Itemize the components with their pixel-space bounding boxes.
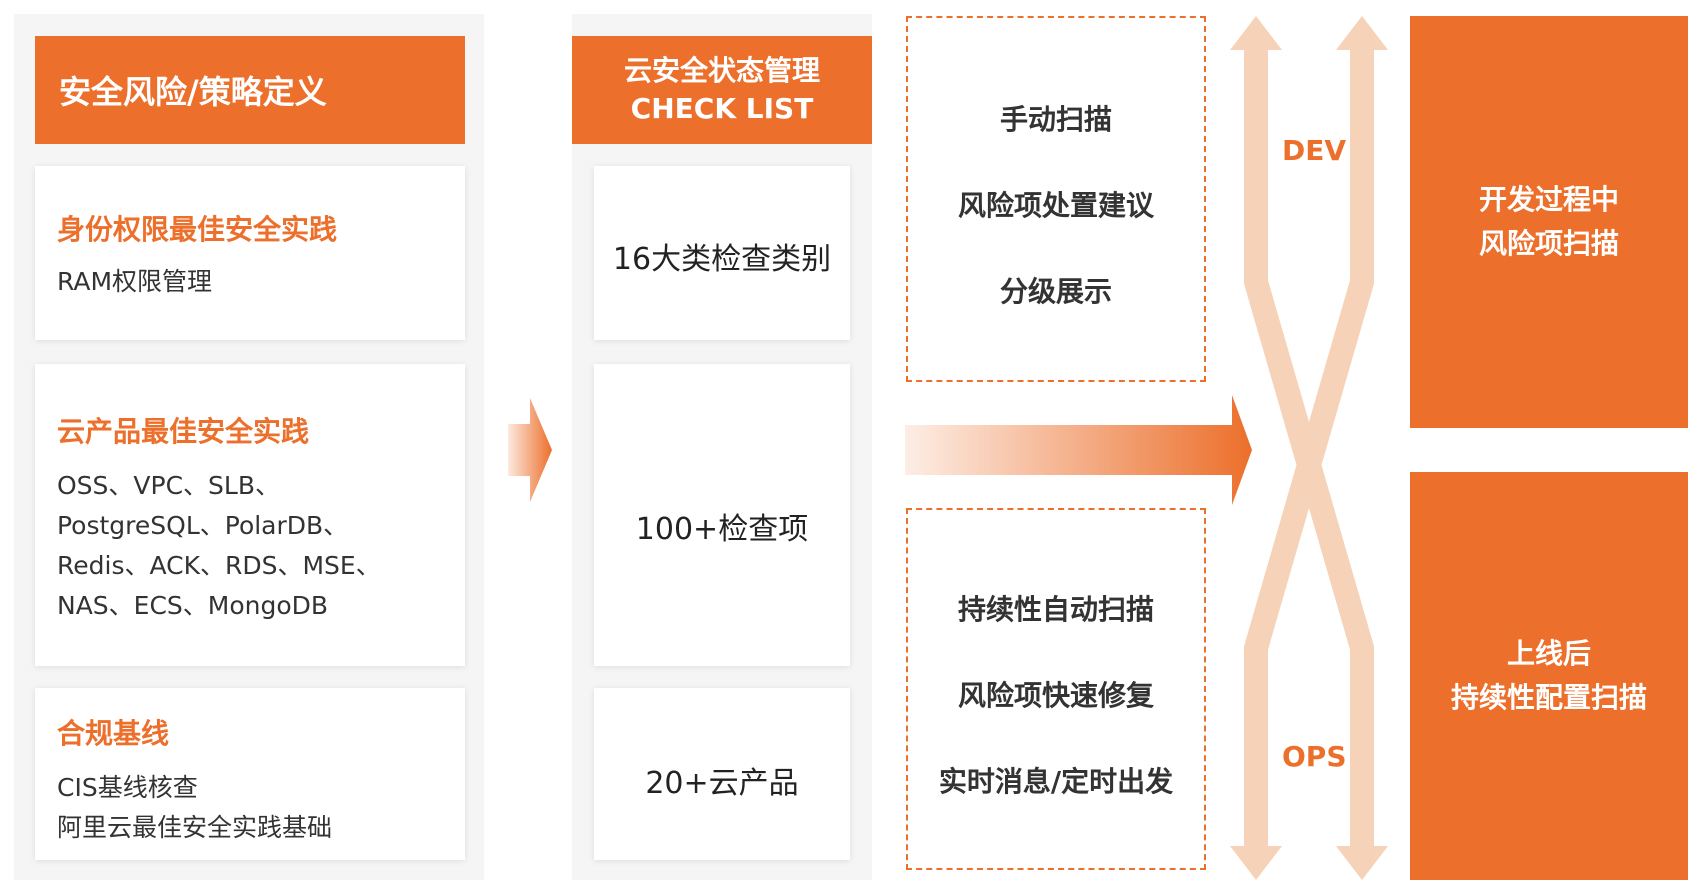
ops-up-arrowhead — [1336, 16, 1388, 50]
middle-panel-header: 云安全状态管理 CHECK LIST — [572, 36, 872, 144]
dev-up-arrowhead — [1230, 16, 1282, 50]
ops-down-arrowhead — [1230, 846, 1282, 880]
ops-feature-item: 持续性自动扫描 — [957, 593, 1154, 626]
cloud-product-card-title: 云产品最佳安全实践 — [57, 415, 310, 448]
cloud-product-card-line: PostgreSQL、PolarDB、 — [57, 511, 349, 540]
middle-panel-header-subtitle: CHECK LIST — [630, 92, 814, 125]
cloud-product-card: 云产品最佳安全实践 OSS、VPC、SLB、 PostgreSQL、PolarD… — [35, 364, 465, 666]
check-categories-card: 16大类检查类别 — [594, 166, 850, 340]
compliance-card-title: 合规基线 — [57, 717, 170, 750]
middle-panel-header-title: 云安全状态管理 — [623, 54, 820, 87]
cloud-product-card-line: Redis、ACK、RDS、MSE、 — [57, 551, 381, 580]
left-panel-header-label: 安全风险/策略定义 — [59, 73, 327, 111]
left-to-middle-arrow — [508, 398, 552, 502]
check-items-text: 100+检查项 — [635, 512, 809, 547]
identity-card: 身份权限最佳安全实践 RAM权限管理 — [35, 166, 465, 340]
cloud-product-card-line: NAS、ECS、MongoDB — [57, 591, 329, 620]
dev-feature-item: 分级展示 — [999, 275, 1112, 308]
dev-feature-item: 手动扫描 — [999, 103, 1112, 136]
ops-stage-line2: 持续性配置扫描 — [1450, 681, 1647, 714]
ops-feature-item: 风险项快速修复 — [957, 679, 1154, 712]
ops-label: OPS — [1282, 740, 1347, 773]
check-categories-text: 16大类检查类别 — [612, 242, 832, 277]
dev-stage-box: 开发过程中 风险项扫描 — [1410, 16, 1688, 428]
compliance-card: 合规基线 CIS基线核查 阿里云最佳安全实践基础 — [35, 688, 465, 860]
ops-stage-box: 上线后 持续性配置扫描 — [1410, 472, 1688, 880]
dev-feature-item: 风险项处置建议 — [957, 189, 1154, 222]
identity-card-title: 身份权限最佳安全实践 — [57, 213, 338, 246]
middle-to-flow-arrow — [905, 395, 1252, 505]
dev-label: DEV — [1282, 134, 1347, 167]
ops-stage-line1: 上线后 — [1506, 637, 1591, 670]
dev-down-arrowhead — [1336, 846, 1388, 880]
cloud-product-card-line: OSS、VPC、SLB、 — [57, 471, 280, 500]
ops-flow-line — [1244, 46, 1374, 850]
ops-features-box: 持续性自动扫描 风险项快速修复 实时消息/定时出发 — [906, 508, 1206, 870]
left-panel-header: 安全风险/策略定义 — [35, 36, 465, 144]
identity-card-line: RAM权限管理 — [57, 267, 213, 296]
cloud-products-count-text: 20+云产品 — [645, 766, 799, 801]
cloud-products-count-card: 20+云产品 — [594, 688, 850, 860]
dev-stage-line2: 风险项扫描 — [1478, 227, 1619, 260]
dev-features-box: 手动扫描 风险项处置建议 分级展示 — [906, 16, 1206, 382]
compliance-card-line: 阿里云最佳安全实践基础 — [57, 813, 333, 842]
check-items-card: 100+检查项 — [594, 364, 850, 666]
compliance-card-line: CIS基线核查 — [57, 773, 198, 802]
ops-feature-item: 实时消息/定时出发 — [938, 765, 1174, 798]
dev-stage-line1: 开发过程中 — [1478, 183, 1619, 216]
